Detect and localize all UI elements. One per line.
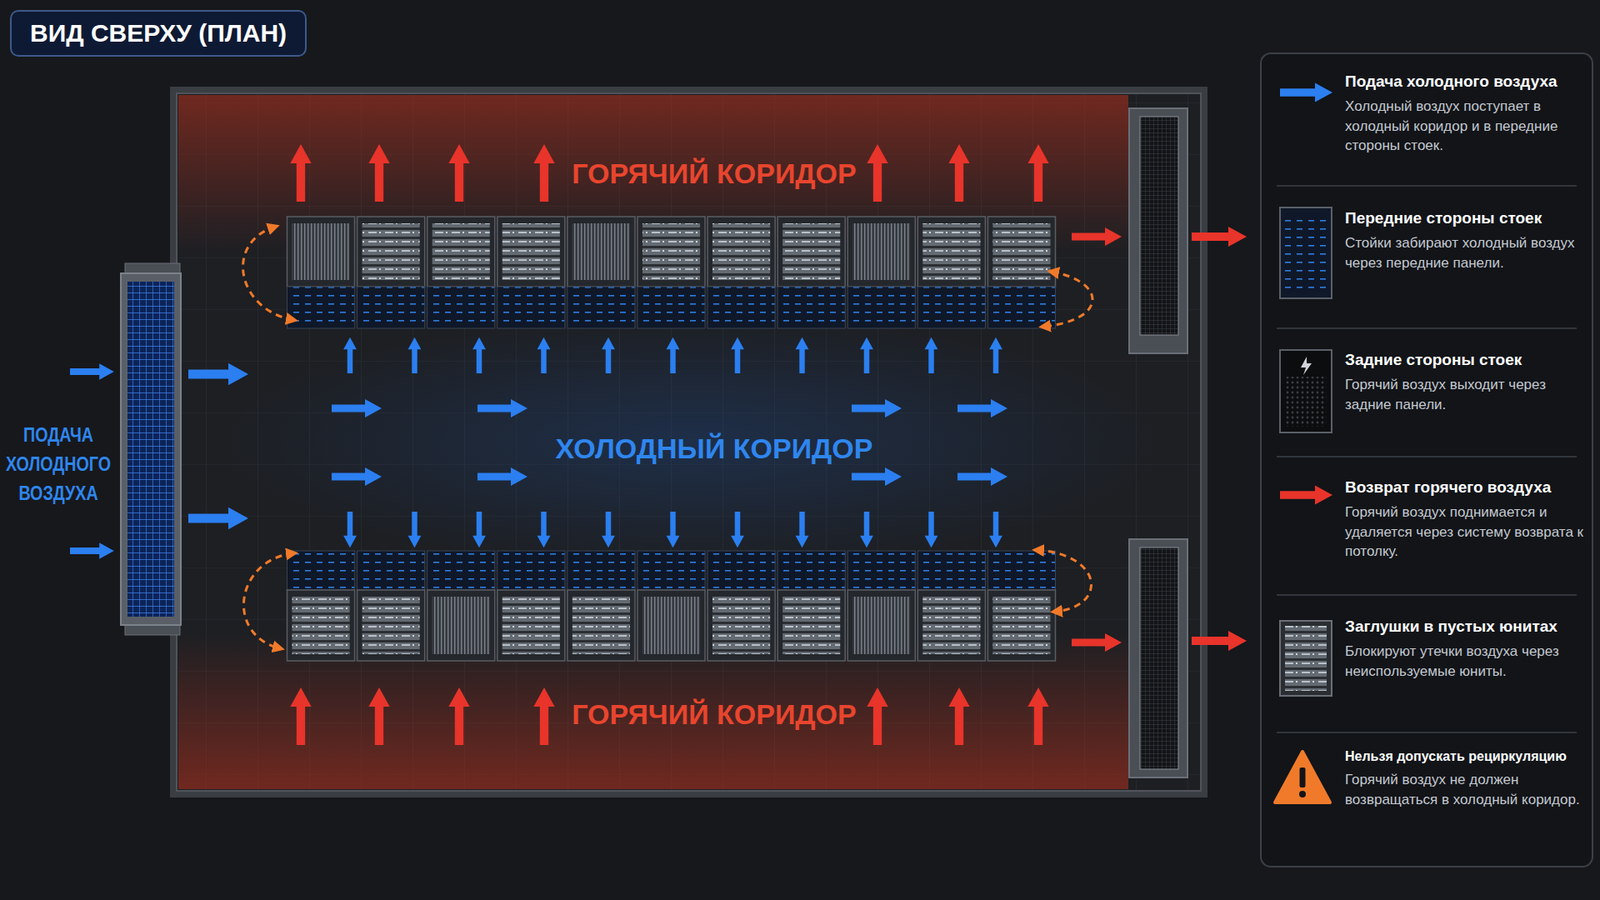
legend-warning-icon <box>1275 751 1330 803</box>
aisle-label: ХОЛОДНЫЙ КОРИДОР <box>555 433 874 465</box>
legend-description: Стойки забирают холодный воздух через пе… <box>1345 233 1589 274</box>
legend-description: Холодный воздух поступает в холодный кор… <box>1345 96 1589 156</box>
legend-description: Блокируют утечки воздуха через неиспольз… <box>1345 641 1589 682</box>
legend-description: Горячий воздух выходит через задние пане… <box>1345 375 1589 415</box>
legend-heading: Возврат горячего воздуха <box>1345 477 1589 498</box>
legend-heading: Подача холодного воздуха <box>1345 71 1589 92</box>
legend-hot-arrow <box>1280 485 1333 505</box>
supply-label: ПОДАЧА ХОЛОДНОГО ВОЗДУХА <box>3 420 115 508</box>
page-title: ВИД СВЕРХУ (ПЛАН) <box>10 10 307 57</box>
legend-heading: Заглушки в пустых юнитах <box>1345 616 1589 637</box>
legend-heading: Нельзя допускать рециркуляцию <box>1345 748 1589 765</box>
legend-heading: Передние стороны стоек <box>1345 208 1589 229</box>
legend-description: Горячий воздух не должен возвращаться в … <box>1345 770 1589 810</box>
legend-panel <box>1260 53 1593 867</box>
hot-air-arrows <box>290 144 1247 745</box>
return-grille <box>1129 539 1188 778</box>
cooling-unit <box>120 273 181 625</box>
cold-air-arrows <box>70 363 1008 560</box>
aisle-label: ГОРЯЧИЙ КОРИДОР <box>571 158 856 190</box>
legend-cold-arrow <box>1280 82 1333 102</box>
legend-rack-rear <box>1280 350 1332 433</box>
legend-rack-front <box>1280 207 1332 299</box>
legend-heading: Задние стороны стоек <box>1345 350 1589 370</box>
legend-blanking-panel <box>1280 620 1332 696</box>
aisle-label: ГОРЯЧИЙ КОРИДОР <box>571 699 856 730</box>
recirculation-arrows <box>243 226 1094 649</box>
rack-rows <box>287 216 1056 661</box>
legend-description: Горячий воздух поднимается и удаляется ч… <box>1345 502 1589 562</box>
rack-intake-arrows <box>343 337 1003 548</box>
return-grille <box>1129 108 1188 354</box>
